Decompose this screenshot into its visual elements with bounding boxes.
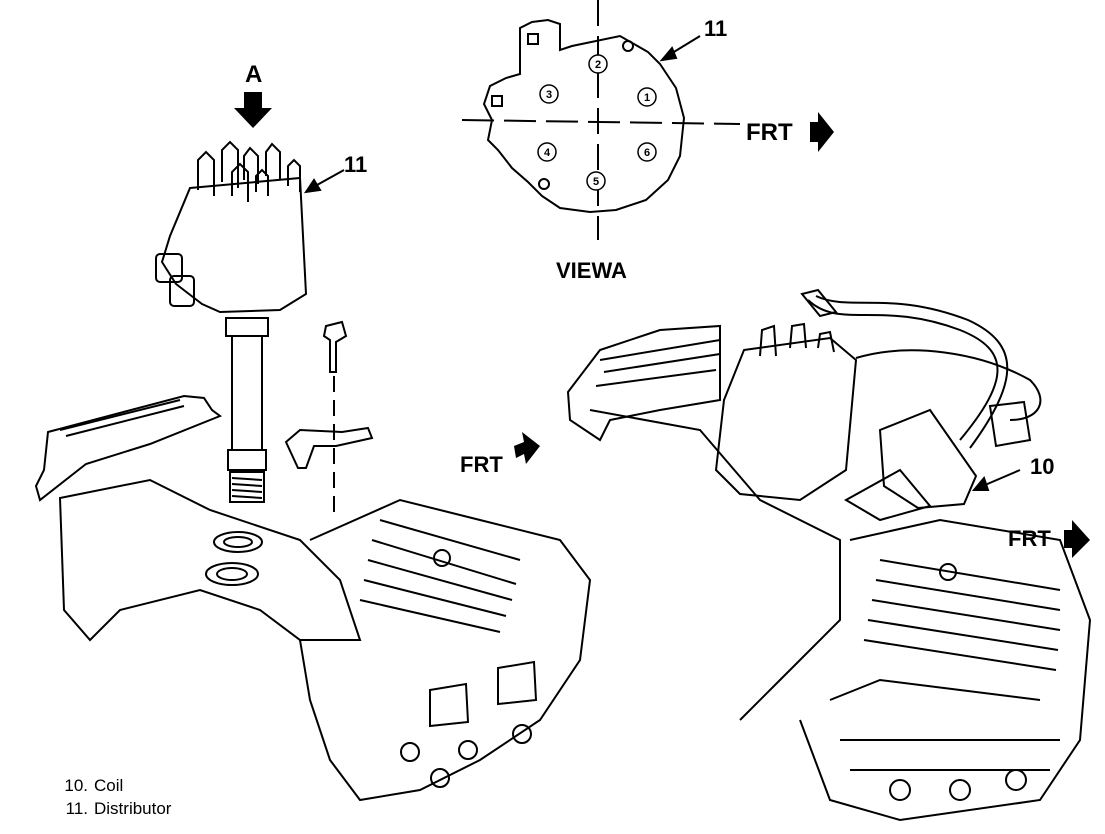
left-distributor — [155, 140, 345, 586]
view-a-direction-arrow-icon — [234, 92, 272, 128]
distributor-shaft — [231, 336, 263, 451]
cylinder-terminal-4 — [537, 142, 557, 162]
legend-text: Distributor — [94, 799, 172, 818]
cap-connector — [169, 275, 195, 307]
cap-mount-tab — [491, 95, 503, 107]
left-callout-11: 11 — [344, 152, 367, 177]
left-exhaust-bolt — [400, 742, 420, 762]
hold-down-clamp — [284, 426, 374, 469]
right-block-bolt — [1005, 769, 1027, 791]
view-a-title: VIEWA — [556, 258, 627, 283]
callout-11-arrowhead — [659, 46, 678, 62]
right-valve-cover-left — [566, 324, 721, 442]
right-lower-block — [829, 678, 1060, 771]
coil-bracket — [843, 468, 932, 522]
cap-screw — [622, 40, 634, 52]
legend-item-distributor: 11. Distributor — [60, 797, 172, 820]
distributor-gasket-upper-inner — [223, 536, 253, 548]
legend-number: 11. — [65, 799, 88, 818]
legend-item-coil: 10. Coil — [60, 774, 171, 797]
right-side-cover-fins — [863, 559, 1061, 671]
cylinder-terminal-2 — [588, 54, 608, 74]
spark-plug-towers — [197, 140, 301, 202]
hold-down-hardware — [284, 320, 374, 520]
legend-text: Coil — [94, 776, 124, 795]
cylinder-number-4: 4 — [544, 147, 551, 159]
left-callout-11-arrowhead — [303, 178, 322, 194]
distributor-gasket-upper — [213, 531, 263, 553]
coil-connector — [988, 400, 1032, 448]
cylinder-terminal-5 — [586, 171, 606, 191]
distributor-cap-outline — [482, 18, 686, 214]
right-manifold — [589, 409, 841, 721]
cylinder-number-6: 6 — [644, 147, 650, 159]
callout-10-arrowhead — [971, 475, 990, 491]
cylinder-number-1: 1 — [644, 92, 650, 104]
distributor-gear — [229, 471, 265, 503]
ignition-coil — [878, 408, 978, 510]
right-side-cover — [799, 518, 1092, 822]
hold-down-bolt — [322, 320, 348, 373]
coil-wire-2 — [815, 295, 1009, 449]
left-intake-manifold — [58, 478, 362, 642]
coil-wire — [807, 299, 999, 441]
left-front-arrow-icon — [514, 432, 540, 464]
view-a-callout-11: 11 — [704, 16, 727, 41]
right-valve-cover-ribs — [595, 339, 721, 387]
cylinder-number-2: 2 — [595, 59, 601, 71]
cylinder-terminals: 1 2 3 4 5 6 — [537, 54, 657, 191]
cap-screw — [538, 178, 550, 190]
left-exhaust-bolt — [430, 768, 450, 788]
plug-wire — [855, 349, 1042, 421]
left-valve-cover — [34, 394, 223, 502]
cylinder-terminal-1 — [637, 87, 657, 107]
horizontal-centerline — [461, 119, 741, 125]
right-callout-10: 10 — [1030, 454, 1054, 479]
left-side-cover — [299, 498, 592, 802]
right-block-bolt — [889, 779, 911, 801]
left-exhaust-ports — [429, 660, 538, 728]
distributor-gasket-lower-inner — [216, 567, 248, 581]
left-side-cover-fins — [359, 519, 521, 633]
right-engine-assembly — [566, 288, 1092, 822]
view-a-front-label: FRT — [746, 119, 793, 146]
left-engine-block — [34, 394, 592, 802]
left-valve-cover-ribs — [59, 399, 185, 437]
cylinder-terminal-6 — [637, 142, 657, 162]
view-a-group — [461, 0, 741, 240]
view-a-arrow-label: A — [245, 61, 262, 88]
right-cap-towers — [759, 322, 835, 357]
plug-boot-top — [800, 288, 838, 318]
right-distributor-cap — [714, 336, 858, 502]
distributor-housing — [225, 317, 269, 337]
left-front-label: FRT — [460, 452, 503, 477]
cylinder-terminal-3 — [539, 84, 559, 104]
cap-mount-tab — [527, 33, 539, 45]
distributor-gasket-lower — [205, 562, 259, 586]
legend: 10. Coil 11. Distributor — [60, 774, 171, 820]
cylinder-number-5: 5 — [593, 176, 599, 188]
gear-teeth — [231, 477, 263, 499]
left-cover-bolt — [433, 549, 451, 567]
legend-number: 10. — [64, 776, 88, 795]
left-exhaust-bolt — [512, 724, 532, 744]
right-front-arrow-icon — [1064, 520, 1090, 558]
distributor-shaft-lower — [227, 449, 267, 471]
right-front-label: FRT — [1008, 526, 1051, 551]
right-cover-bolt — [939, 563, 957, 581]
right-block-bolt — [949, 779, 971, 801]
left-exhaust-bolt — [458, 740, 478, 760]
left-distributor-cap — [160, 176, 308, 314]
view-a-front-arrow-icon — [810, 112, 834, 152]
cylinder-number-3: 3 — [546, 89, 552, 101]
